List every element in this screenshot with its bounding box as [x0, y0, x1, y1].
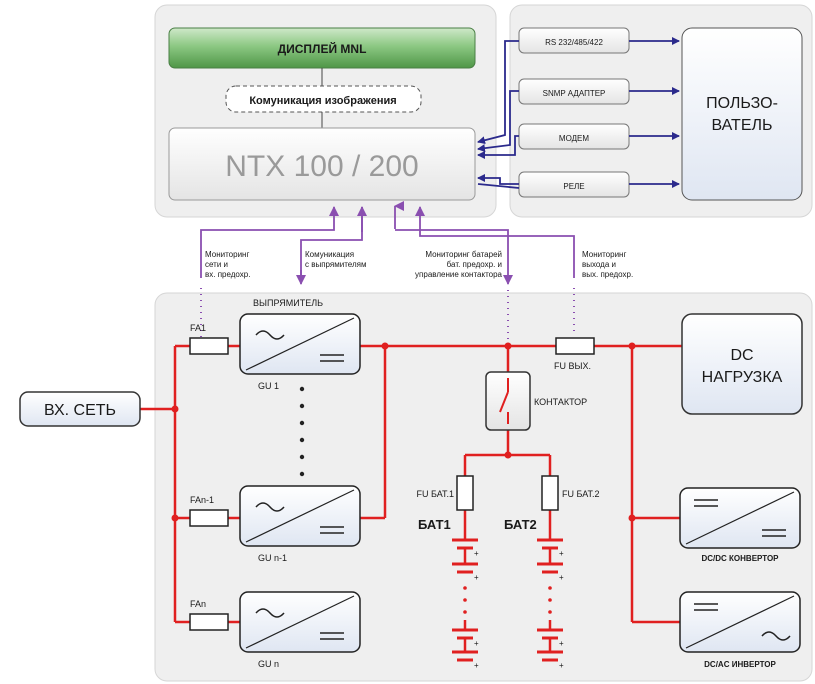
dcac-label: DC/AC ИНВЕРТОР [704, 660, 776, 669]
port-snmp-label: SNMP АДАПТЕР [543, 89, 606, 98]
rectifier-continuation-dots [299, 386, 305, 477]
rectifier-gun-label: GU n [258, 659, 279, 669]
port-rs232-label: RS 232/485/422 [545, 38, 603, 47]
battery-fuse-1-label: FU БАТ.1 [416, 489, 454, 499]
battery-2-label: БАТ2 [504, 517, 537, 532]
image-comm-label: Комуникация изображения [249, 95, 396, 107]
fuse-fan1-label: FAn-1 [190, 495, 214, 505]
monitor-dotted-lines [200, 288, 575, 344]
output-fuse-label: FU ВЫХ. [554, 361, 591, 371]
monitor-mains-1: Мониторинг [205, 250, 249, 259]
fuse-fan [189, 613, 229, 631]
svg-text:+: + [559, 573, 564, 582]
comm-ports: RS 232/485/422 SNMP АДАПТЕР МОДЕМ РЕЛЕ [518, 27, 630, 198]
monitor-batt-1: Мониторинг батарей [425, 250, 502, 259]
output-fuse [555, 337, 595, 355]
comm-line-relay-in [477, 174, 519, 185]
rectifier-gu1-label: GU 1 [258, 381, 279, 391]
monitor-mains-2: сети и [205, 260, 228, 269]
comm-lines [477, 37, 680, 189]
user-label-1: ПОЛЬЗО- [706, 95, 778, 112]
input-fuses: FA1 FAn-1 FAn [189, 323, 229, 631]
ntx-controller-label: NTX 100 / 200 [225, 150, 418, 183]
svg-text:+: + [559, 661, 564, 670]
svg-text:+: + [474, 661, 479, 670]
image-comm-box [225, 85, 422, 113]
fuse-fan-label: FAn [190, 599, 206, 609]
battery-fuse-1 [456, 475, 474, 511]
monitor-out-3: вых. предохр. [582, 270, 633, 279]
power-lines [140, 344, 682, 624]
input-mains-label: ВХ. СЕТЬ [44, 402, 116, 419]
svg-text:+: + [559, 639, 564, 648]
dcdc-label: DC/DC КОНВЕРТОР [701, 554, 779, 563]
battery-string-1: + + + + [452, 538, 479, 670]
rectifier-gun [239, 591, 361, 653]
contactor-box [485, 371, 531, 431]
rectifier-gun1 [239, 485, 361, 547]
dcac-inverter [679, 591, 801, 653]
comm-line-relay [477, 183, 520, 189]
battery-fuse-2-label: FU БАТ.2 [562, 489, 600, 499]
dc-load-box [681, 313, 803, 415]
svg-text:+: + [474, 639, 479, 648]
fuse-fa1-label: FA1 [190, 323, 206, 333]
dcdc-converter [679, 487, 801, 549]
monitor-line-batteries [395, 229, 513, 285]
dc-load-label-1: DC [730, 347, 753, 364]
contactor-switch [499, 378, 509, 424]
dc-load-label-2: НАГРУЗКА [702, 369, 783, 386]
monitor-out-2: выхода и [582, 260, 616, 269]
svg-text:+: + [474, 573, 479, 582]
monitor-line-output [415, 206, 575, 278]
battery-1-label: БАТ1 [418, 517, 451, 532]
monitor-batt-2: бат. предохр. и [447, 260, 502, 269]
comm-line-rs232 [477, 40, 519, 145]
monitor-texts: Мониторинг сети и вх. предохр. Комуникац… [205, 250, 633, 279]
port-relay-label: РЕЛЕ [563, 182, 584, 191]
input-mains-box [19, 391, 141, 427]
svg-text:+: + [474, 549, 479, 558]
monitor-out-1: Мониторинг [582, 250, 626, 259]
user-label-2: ВАТЕЛЬ [711, 117, 772, 134]
monitor-rect-1: Комуникация [305, 250, 354, 259]
user-box [681, 27, 803, 201]
ntx-controller-box [168, 127, 476, 201]
svg-text:+: + [559, 549, 564, 558]
power-junctions [171, 342, 636, 522]
battery-fuse-2 [541, 475, 559, 511]
rectifier-gu1 [239, 313, 361, 375]
monitor-line-mains [200, 206, 339, 278]
display-label: ДИСПЛЕЙ MNL [278, 41, 367, 56]
port-modem-label: МОДЕМ [559, 134, 589, 143]
rectifier-title: ВЫПРЯМИТЕЛЬ [253, 298, 323, 308]
contactor-label: КОНТАКТОР [534, 397, 587, 407]
monitor-mains-3: вх. предохр. [205, 270, 250, 279]
fuse-fan1 [189, 509, 229, 527]
monitor-batt-3: управление контактора [415, 270, 503, 279]
comm-line-snmp [477, 90, 519, 153]
comm-line-modem [477, 135, 519, 159]
battery-string-2: + + + + [537, 538, 564, 670]
monitor-rect-2: с выпрямителям [305, 260, 366, 269]
rectifier-gun1-label: GU n-1 [258, 553, 287, 563]
fuse-fa1 [189, 337, 229, 355]
monitor-lines [200, 205, 575, 285]
power-panel [154, 292, 813, 682]
